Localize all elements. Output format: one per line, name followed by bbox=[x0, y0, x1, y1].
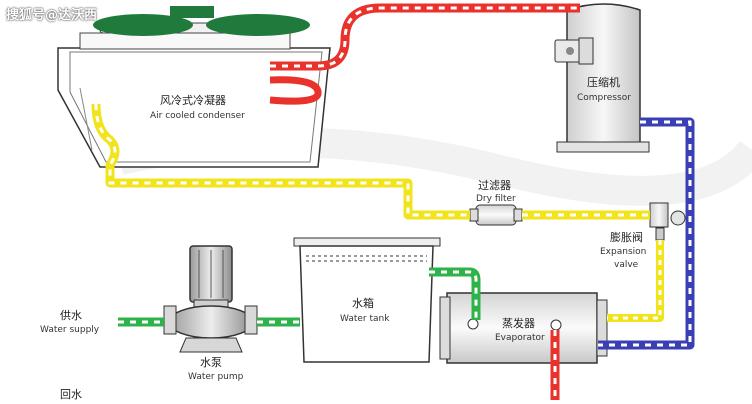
compressor-label-en: Compressor bbox=[577, 93, 631, 103]
liquid-line bbox=[91, 103, 664, 322]
water-tank-label-zh: 水箱 bbox=[352, 297, 374, 310]
water-supply-label-zh: 供水 bbox=[60, 309, 82, 322]
water-tank bbox=[293, 237, 441, 363]
condenser-label-zh: 风冷式冷凝器 bbox=[160, 94, 226, 107]
dry-filter bbox=[469, 204, 523, 226]
evaporator-label-zh: 蒸发器 bbox=[502, 317, 535, 330]
water-tank-label-en: Water tank bbox=[340, 314, 390, 324]
filter-label-zh: 过滤器 bbox=[478, 179, 511, 192]
return-water-label-zh: 回水 bbox=[60, 388, 82, 401]
water-pump bbox=[163, 245, 258, 353]
expansion-valve bbox=[649, 202, 686, 241]
fan-housing bbox=[79, 32, 291, 50]
water-pump-label-zh: 水泵 bbox=[200, 356, 222, 369]
fan-icon bbox=[93, 6, 310, 36]
air-cooled-condenser bbox=[57, 22, 331, 168]
expansion-valve-label-en2: valve bbox=[614, 260, 639, 270]
suction-line bbox=[598, 117, 695, 350]
water-supply-label-en: Water supply bbox=[40, 325, 100, 335]
water-pump-label-en: Water pump bbox=[188, 372, 244, 382]
filter-label-en: Dry filter bbox=[476, 194, 516, 204]
compressor bbox=[554, 3, 650, 153]
expansion-valve-label-zh: 膨胀阀 bbox=[610, 231, 643, 244]
compressor-label-zh: 压缩机 bbox=[587, 76, 620, 89]
evaporator-label-en: Evaporator bbox=[495, 333, 545, 343]
hot-gas-line bbox=[269, 3, 580, 105]
expansion-valve-label-en1: Expansion bbox=[600, 247, 647, 257]
watermark: 搜狐号@达沃西 bbox=[6, 8, 98, 23]
condenser-label-en: Air cooled condenser bbox=[150, 111, 245, 121]
chilled-water-line bbox=[118, 267, 481, 327]
